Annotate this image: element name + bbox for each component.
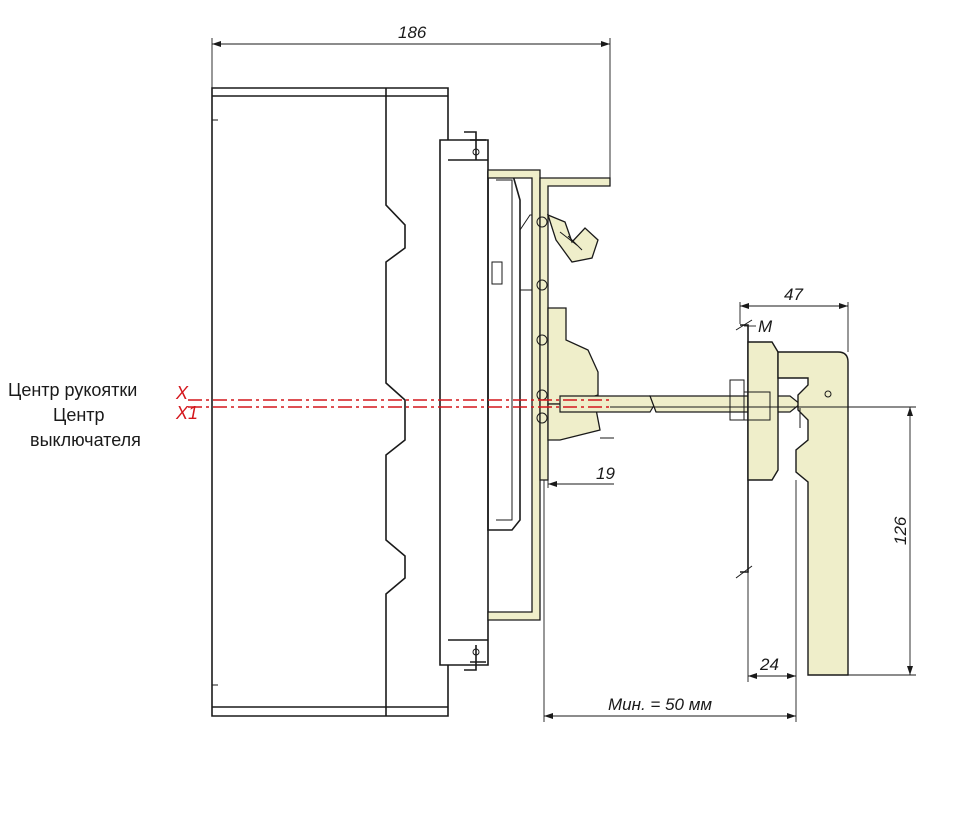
label-handle-center: Центр рукоятки (8, 380, 137, 400)
axis-x1-label: X1 (175, 403, 198, 423)
mounting-bracket (487, 169, 614, 621)
dimension-handle-width (739, 302, 849, 352)
axis-x-label: X (175, 383, 189, 403)
dimension-handle-base (747, 480, 797, 682)
marker-m-label: M (758, 317, 773, 336)
dimension-bracket-offset (547, 440, 614, 488)
label-switch-center-2: выключателя (30, 430, 141, 450)
circuit-breaker-body (211, 87, 536, 717)
dim-handle-base: 24 (759, 655, 779, 674)
dim-handle-height: 126 (891, 516, 910, 545)
dim-handle-width: 47 (784, 285, 803, 304)
dim-bracket-offset: 19 (596, 464, 615, 483)
dimension-min-distance (543, 480, 797, 722)
dim-overall-depth: 186 (398, 23, 427, 42)
rotary-handle (729, 319, 849, 676)
dimension-overall (211, 38, 611, 180)
label-switch-center-1: Центр (53, 405, 105, 425)
dim-min-distance: Мин. = 50 мм (608, 695, 712, 714)
dimension-handle-height (848, 406, 916, 676)
